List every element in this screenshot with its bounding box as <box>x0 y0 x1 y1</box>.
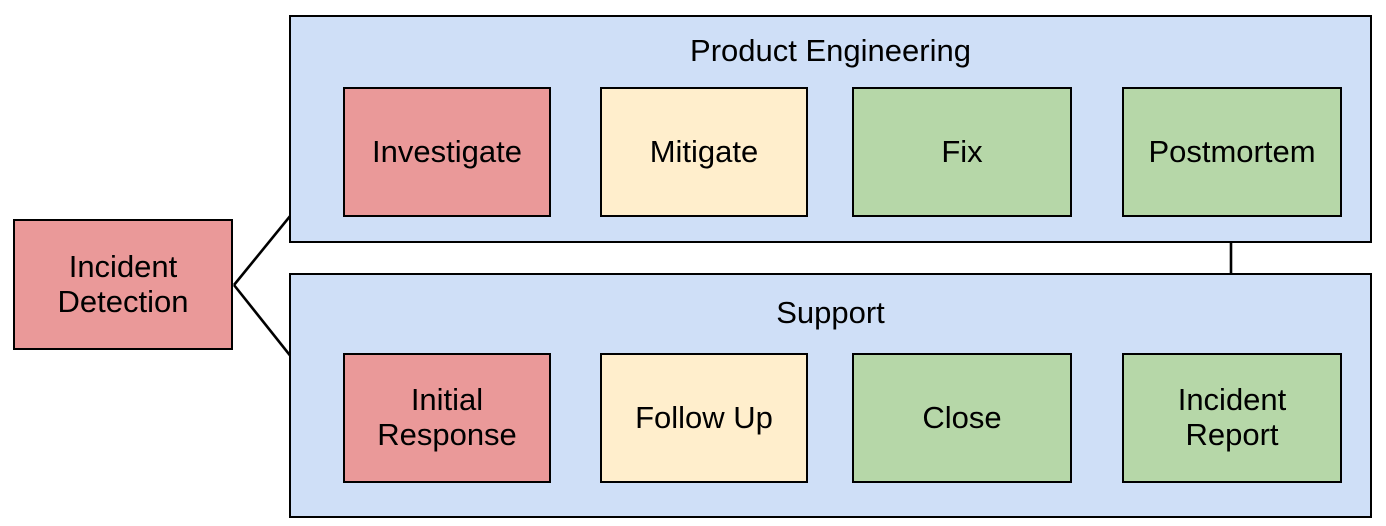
node-incident-report[interactable]: Incident Report <box>1122 353 1342 483</box>
node-follow-up[interactable]: Follow Up <box>600 353 808 483</box>
node-fix[interactable]: Fix <box>852 87 1072 217</box>
node-incident-detection[interactable]: Incident Detection <box>13 219 233 350</box>
node-mitigate[interactable]: Mitigate <box>600 87 808 217</box>
node-initial-response[interactable]: Initial Response <box>343 353 551 483</box>
group-title-product-engineering: Product Engineering <box>690 33 971 68</box>
group-title-support: Support <box>776 295 885 330</box>
node-postmortem[interactable]: Postmortem <box>1122 87 1342 217</box>
node-investigate[interactable]: Investigate <box>343 87 551 217</box>
node-close[interactable]: Close <box>852 353 1072 483</box>
